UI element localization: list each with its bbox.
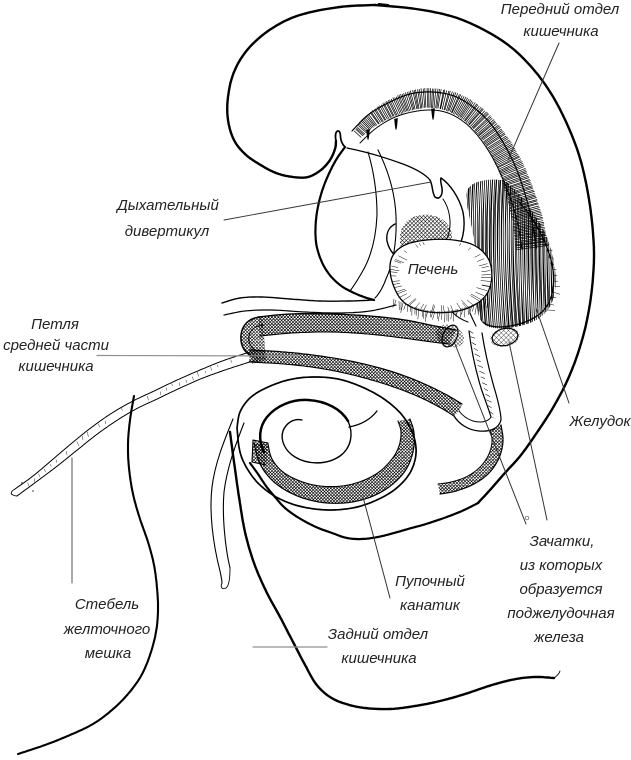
svg-text:образуется: образуется	[519, 581, 602, 598]
svg-text:Дыхательный: Дыхательный	[115, 197, 219, 214]
svg-text:Пупочный: Пупочный	[395, 573, 465, 590]
svg-text:Зачатки,: Зачатки,	[530, 533, 595, 550]
svg-text:мешка: мешка	[85, 645, 132, 662]
svg-text:Печень: Печень	[408, 261, 459, 278]
svg-text:средней части: средней части	[3, 337, 110, 354]
svg-text:кишечника: кишечника	[523, 23, 598, 40]
svg-text:кишечника: кишечника	[341, 650, 416, 667]
svg-text:из которых: из которых	[520, 557, 603, 574]
svg-text:желточного: желточного	[63, 621, 151, 638]
svg-text:Желудок: Желудок	[568, 413, 631, 430]
svg-text:Петля: Петля	[31, 316, 79, 333]
svg-text:Задний отдел: Задний отдел	[328, 626, 429, 643]
svg-text:канатик: канатик	[400, 597, 461, 614]
svg-text:железа: железа	[533, 629, 584, 646]
svg-text:дивертикул: дивертикул	[125, 223, 210, 240]
svg-text:Стебель: Стебель	[75, 596, 139, 613]
svg-text:поджелудочная: поджелудочная	[507, 605, 614, 622]
svg-text:Передний отдел: Передний отдел	[501, 1, 620, 18]
svg-text:кишечника: кишечника	[18, 358, 93, 375]
